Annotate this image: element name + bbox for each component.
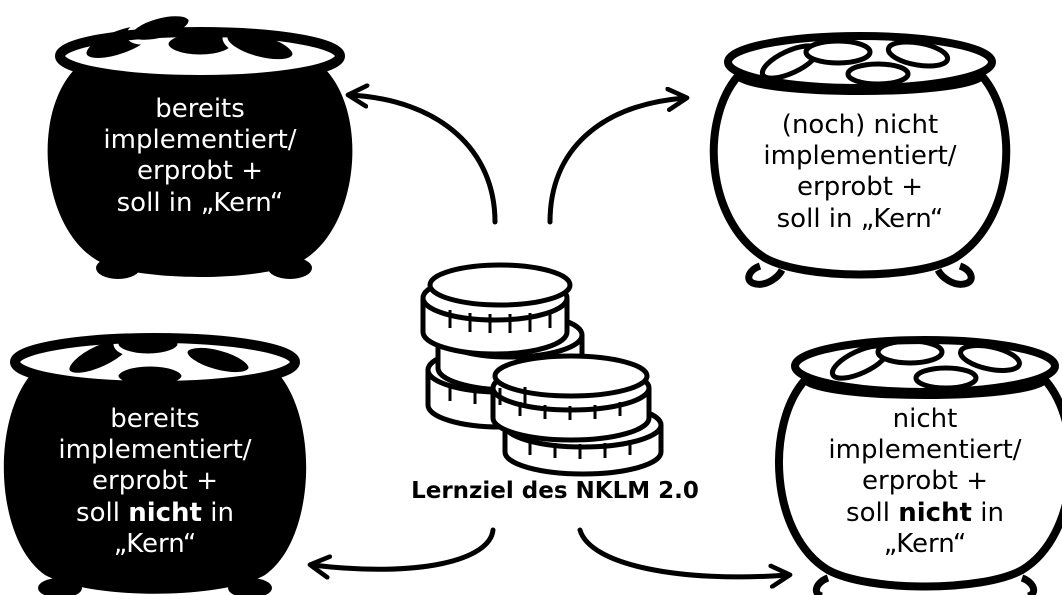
text-line: implementiert/ [103,125,297,156]
text-line: soll in „Kern“ [776,203,944,234]
coin-ridges [448,310,632,459]
text-line: nicht [892,404,958,434]
text-line: „Kern“ [113,528,197,559]
text-line: „Kern“ [883,528,967,559]
pot-bottom-left-text: bereits implementiert/ erprobt + soll ni… [25,404,285,560]
pot-top-left-text: bereits implementiert/ erprobt + soll in… [70,94,330,219]
pot-bottom-right-icon [775,336,1062,595]
text-line: erprobt + [862,466,988,497]
pot-top-left-icon [47,11,353,279]
text-line: bereits [155,94,245,124]
text-line: implementiert/ [763,141,957,172]
text-line: (noch) nicht [781,110,939,140]
text-line: implementiert/ [828,435,1022,466]
coin-stack-icon [420,262,664,477]
pot-bottom-left-icon [3,329,307,595]
text-line: erprobt + [797,172,923,203]
arrow-to-bottom-right [577,527,788,577]
text-line: bereits [110,404,200,434]
pot-top-right-icon [709,32,1011,288]
center-label: Lernziel des NKLM 2.0 [411,478,699,504]
text-line: soll nicht in [76,497,234,528]
pot-bottom-right-text: nicht implementiert/ erprobt + soll nich… [795,404,1055,560]
text-line: implementiert/ [58,435,252,466]
arrow-to-top-left [350,95,498,225]
arrow-to-top-right [547,98,685,225]
text-line: soll nicht in [846,497,1004,528]
text-line: erprobt + [92,466,218,497]
arrow-to-bottom-left [312,527,496,569]
text-line: soll in „Kern“ [116,187,284,218]
pot-top-right-text: (noch) nicht implementiert/ erprobt + so… [730,110,990,235]
text-line: erprobt + [137,156,263,187]
